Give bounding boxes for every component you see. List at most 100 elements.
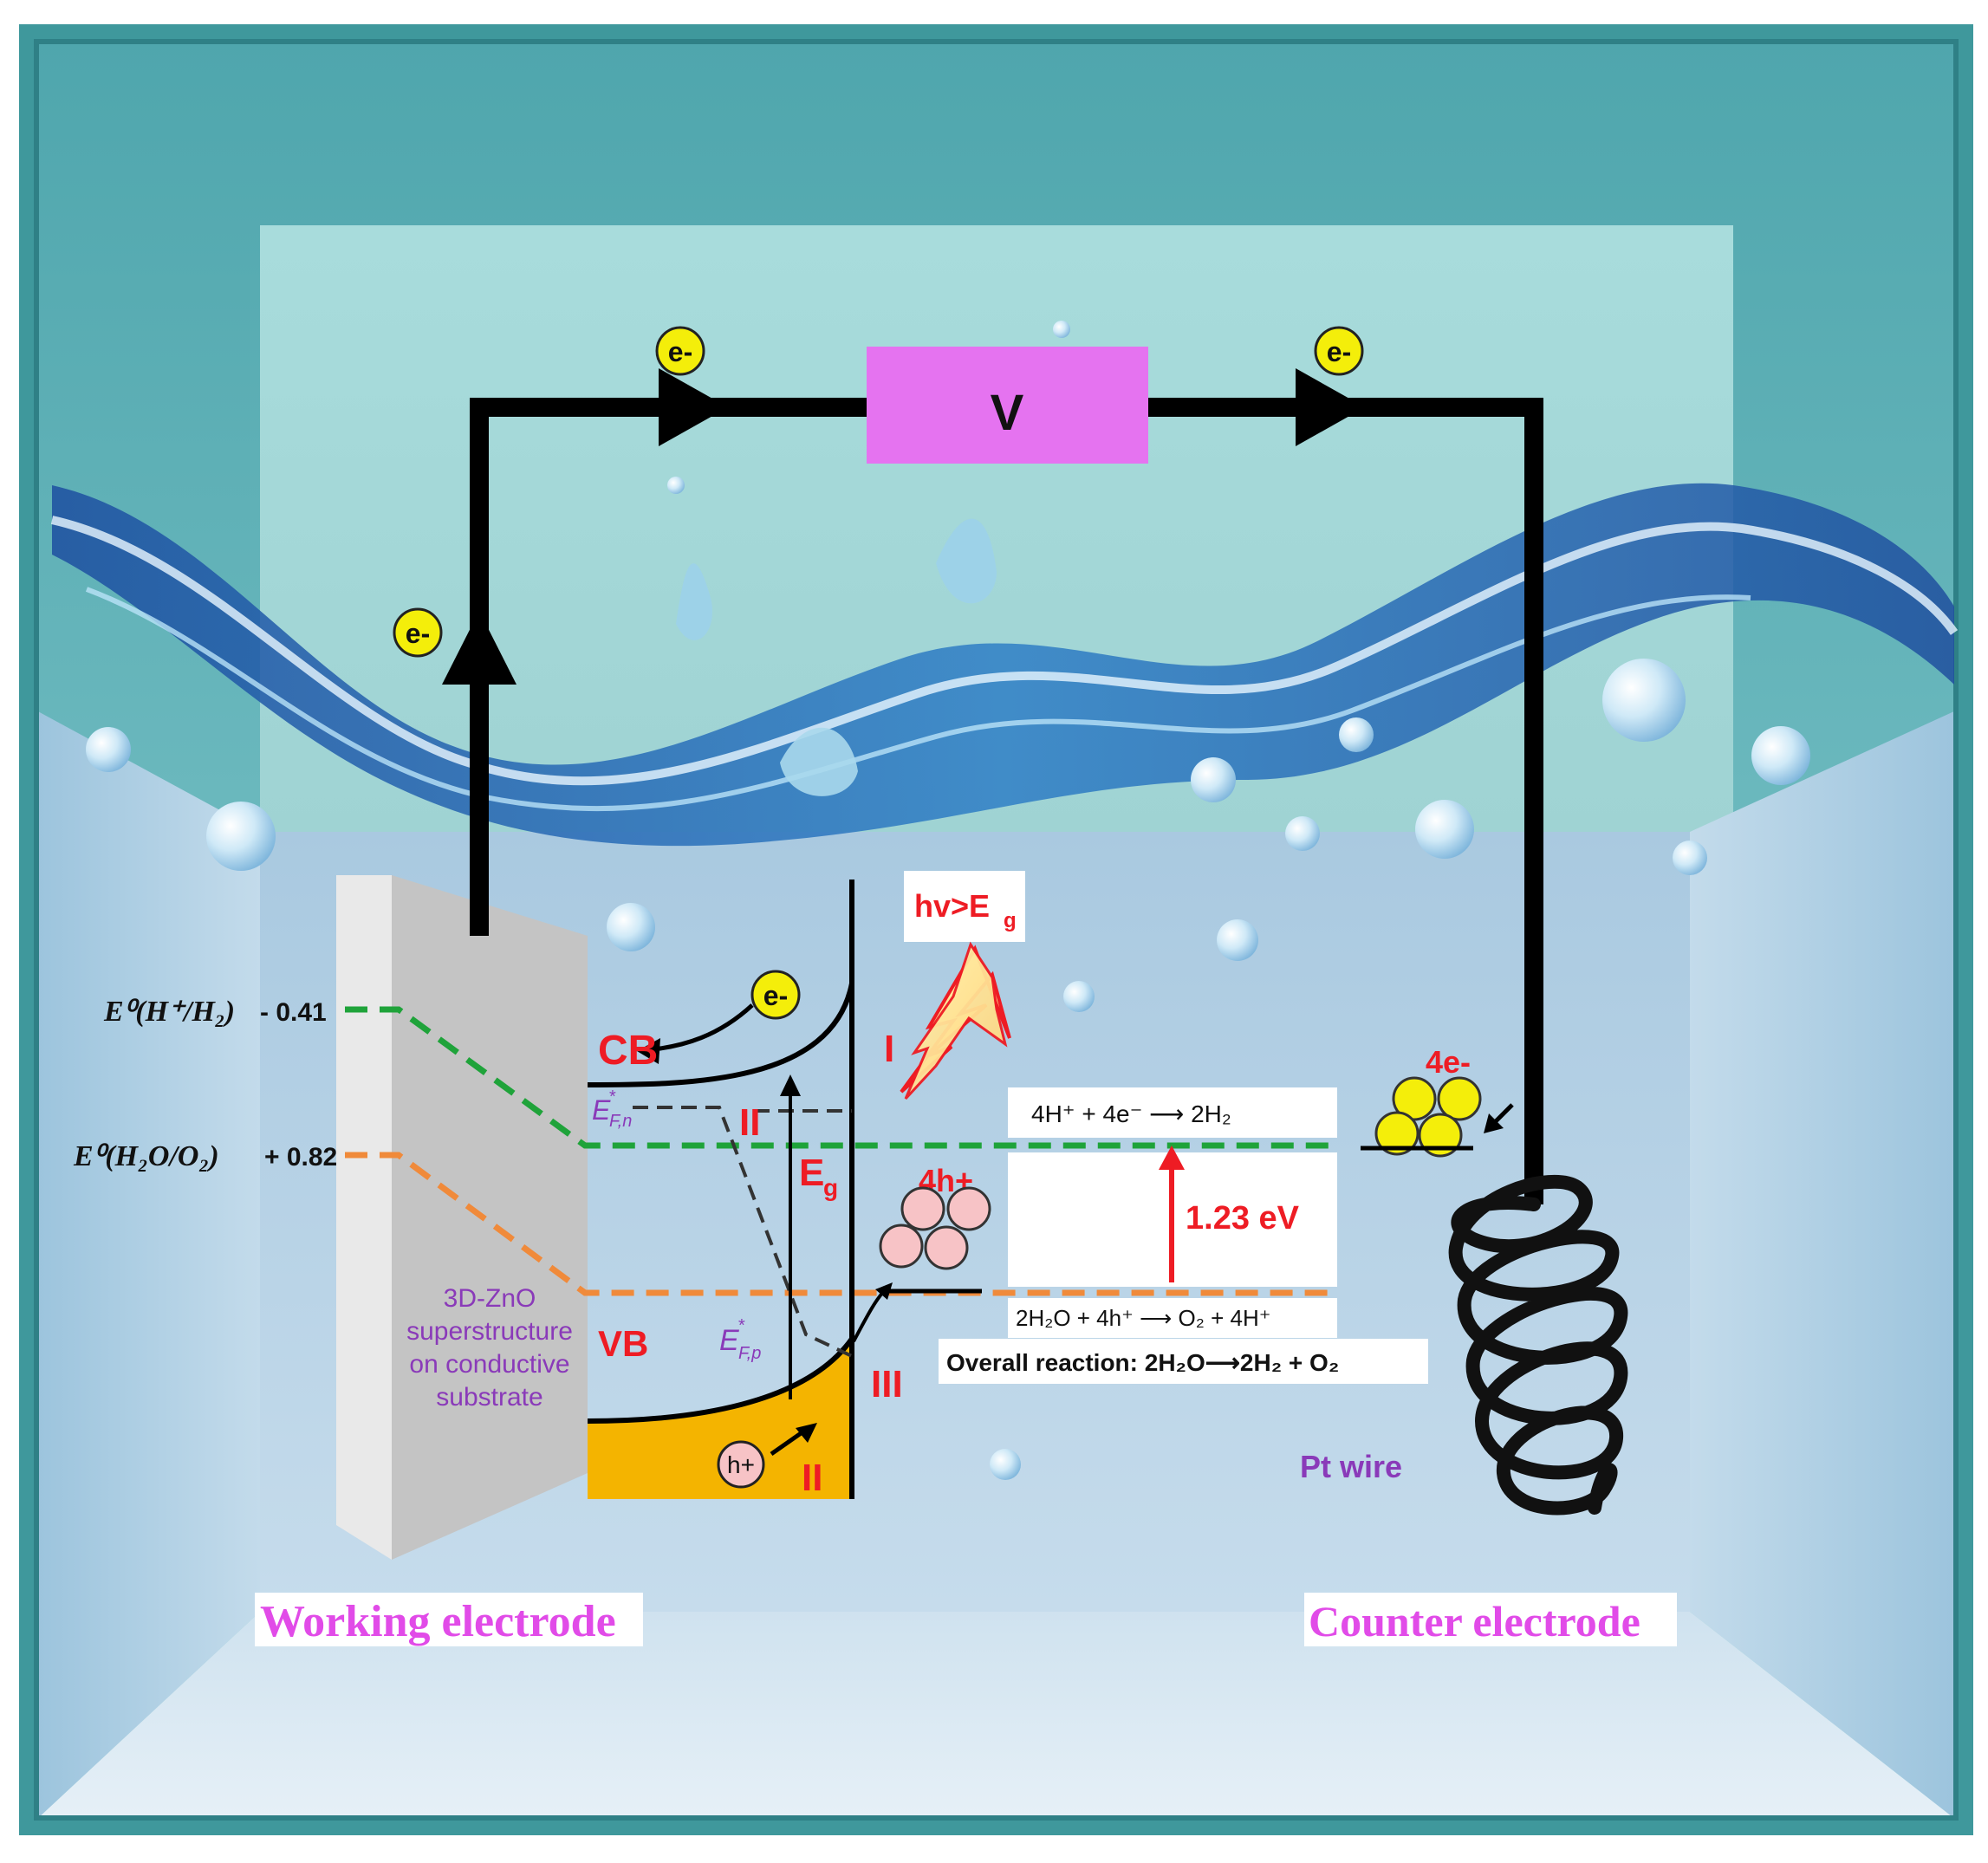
electrode-material-line: 3D-ZnO — [444, 1284, 536, 1313]
circuit: V — [442, 347, 1543, 1204]
electrode-material-line: superstructure — [406, 1317, 573, 1346]
hole-arrowhead — [796, 1423, 817, 1443]
cb-label: CB — [598, 1028, 658, 1074]
fermi-p-label: E F,p * — [719, 1316, 761, 1363]
counter-electrode-label: Counter electrode — [1309, 1597, 1640, 1646]
overall-reaction: Overall reaction: 2H₂O⟶2H₂ + O₂ — [946, 1349, 1339, 1376]
arrow-up-left — [442, 611, 516, 685]
voltmeter — [867, 347, 1148, 464]
counter-electrode-label-box — [1304, 1593, 1677, 1646]
bubble — [1285, 816, 1320, 851]
h2-potential-value: - 0.41 — [260, 998, 327, 1027]
bubble — [1063, 981, 1095, 1012]
svg-text:*: * — [738, 1316, 745, 1335]
h2-potential-line — [345, 1006, 1339, 1149]
gap-arrowhead — [1159, 1146, 1185, 1170]
reactions-panel: 4H⁺ + 4e⁻ ⟶ 2H₂ 1.23 eV 2H₂O + 4h⁺ ⟶ O₂ … — [939, 1087, 1428, 1384]
bottom-labels: Working electrode Counter electrode — [255, 1593, 1677, 1646]
tank-floor — [36, 1612, 1956, 1820]
bubble — [1217, 919, 1258, 961]
o2-potential-value: + 0.82 — [264, 1143, 337, 1172]
roman-numeral-I: I — [884, 1028, 894, 1070]
bandgap-label: E g — [799, 1152, 838, 1201]
wave-band — [52, 483, 1954, 847]
bubble — [1751, 726, 1810, 785]
bubble — [86, 727, 131, 772]
hole-ball — [924, 1225, 969, 1270]
tank-right-wall — [1690, 711, 1956, 1820]
svg-text:E: E — [719, 1324, 739, 1357]
bubble — [1602, 659, 1686, 742]
wave-highlight-2 — [85, 587, 1751, 811]
electron-badge-band: e- — [750, 970, 801, 1020]
tank-inner-border — [34, 39, 1959, 1821]
roman-numeral-III: III — [871, 1363, 903, 1405]
electrons-label: 4e- — [1426, 1044, 1471, 1080]
gap-energy: 1.23 eV — [1186, 1200, 1300, 1237]
o2-potential-label: E⁰(H₂O/O₂) — [73, 1140, 219, 1172]
electrode-slab-side — [336, 875, 392, 1560]
tank-left-wall — [36, 711, 260, 1820]
bubble — [1053, 321, 1070, 338]
light-label-sub: g — [1004, 909, 1017, 932]
bubble — [1415, 800, 1474, 859]
fermi-n-label: E F,n * — [592, 1087, 632, 1131]
svg-text:e-: e- — [406, 618, 430, 649]
wave-highlight — [50, 516, 1959, 786]
bubble — [607, 903, 655, 951]
hole-ball — [946, 1186, 991, 1231]
working-electrode-label: Working electrode — [260, 1597, 616, 1646]
splash-1 — [676, 563, 712, 640]
hole-arrow — [770, 1427, 808, 1457]
valence-band-fill — [588, 1339, 852, 1499]
light-label: hv>E — [914, 888, 990, 924]
reduction-box — [1008, 1087, 1337, 1138]
h2-potential-label: E⁰(H⁺/H₂) — [103, 996, 235, 1028]
pt-wire-coil — [1448, 1174, 1628, 1516]
splash-3 — [780, 727, 858, 796]
bubble — [1191, 757, 1236, 802]
bandgap-arrowhead — [780, 1074, 801, 1096]
svg-text:*: * — [609, 1087, 616, 1107]
hole-transfer-arrowhead — [875, 1282, 893, 1300]
working-electrode-label-box — [255, 1593, 643, 1646]
electron-ball — [1374, 1111, 1420, 1156]
svg-text:e-: e- — [763, 980, 788, 1011]
roman-numeral-II-bottom: II — [802, 1457, 822, 1499]
lightning-bolt-shape — [904, 941, 1008, 1100]
electron-transfer-arrowhead — [1484, 1113, 1504, 1133]
svg-text:g: g — [823, 1174, 838, 1201]
holes-cluster: 4h+ — [879, 1163, 991, 1294]
band-diagram: e- h+ CB VB E F,n * E F,p * E g I II II — [587, 880, 903, 1499]
bubble — [990, 1449, 1021, 1480]
svg-text:E: E — [799, 1152, 824, 1194]
electron-badge-left-vertical: e- — [393, 607, 443, 658]
svg-text:e-: e- — [668, 336, 692, 367]
reduction-reaction: 4H⁺ + 4e⁻ ⟶ 2H₂ — [1031, 1100, 1231, 1127]
oxidation-reaction: 2H₂O + 4h⁺ ⟶ O₂ + 4H⁺ — [1016, 1305, 1270, 1331]
bubble — [667, 477, 685, 494]
water-wave — [50, 483, 1959, 847]
svg-text:h+: h+ — [727, 1451, 755, 1478]
electrode-slab-face — [392, 875, 588, 1560]
bubbles — [86, 321, 1810, 1480]
svg-text:F,p: F,p — [738, 1344, 761, 1363]
svg-text:F,n: F,n — [609, 1112, 632, 1131]
fermi-n-line — [633, 1106, 853, 1358]
splash-2 — [936, 518, 997, 604]
hole-ball — [879, 1224, 924, 1269]
valence-band-curve — [587, 1337, 854, 1424]
working-electrode: 3D-ZnO superstructure on conductive subs… — [336, 875, 588, 1560]
light-source: hv>E g — [900, 871, 1025, 1100]
svg-text:E: E — [592, 1094, 611, 1126]
oxidation-box — [1008, 1298, 1337, 1338]
electrode-material-line: substrate — [436, 1383, 542, 1412]
arrow-right-2 — [1296, 368, 1365, 446]
hole-ball — [900, 1186, 945, 1231]
electron-badge-left-top: e- — [655, 326, 705, 376]
electrode-material-line: on conductive — [409, 1350, 569, 1379]
electron-ball — [1418, 1113, 1463, 1158]
light-label-box — [904, 871, 1025, 942]
electron-to-cb-arrowhead — [637, 1038, 660, 1064]
